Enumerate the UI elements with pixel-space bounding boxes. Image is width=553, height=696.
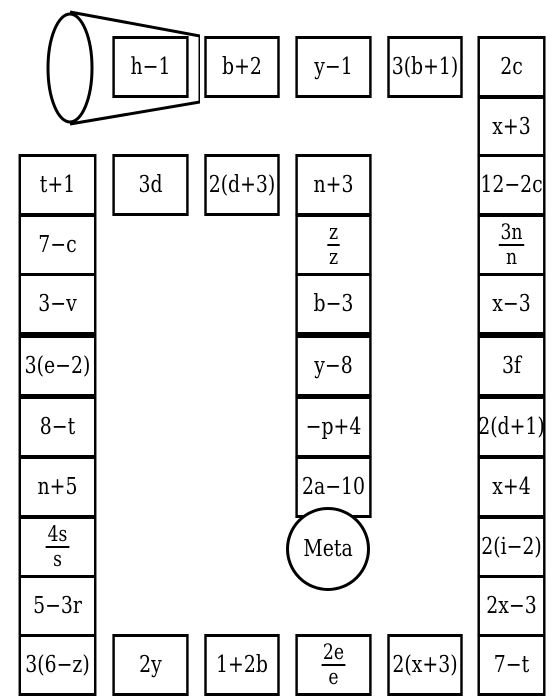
board-space: 7−c xyxy=(18,214,97,276)
board-space: 2(d+3) xyxy=(204,154,280,216)
space-expression: 3(b+1) xyxy=(391,54,459,80)
board-space: b+2 xyxy=(204,36,280,98)
space-expression: 3−v xyxy=(38,291,77,317)
space-expression: x−3 xyxy=(492,291,531,317)
space-expression: b−3 xyxy=(313,291,354,317)
board-space: 3(b+1) xyxy=(387,36,463,98)
space-expression: 12−2c xyxy=(480,172,543,198)
space-expression: n+5 xyxy=(37,474,78,500)
fraction-denominator: s xyxy=(53,547,62,571)
fraction-numerator: 4s xyxy=(45,522,70,548)
board-space: y−1 xyxy=(295,36,372,98)
board-space: −p+4 xyxy=(295,396,372,458)
board-space: 3(6−z) xyxy=(18,634,97,696)
goal-circle: Meta xyxy=(286,507,370,591)
space-expression: x+4 xyxy=(492,474,531,500)
board-space: x+3 xyxy=(477,96,546,158)
fraction-numerator: z xyxy=(327,220,340,246)
space-expression: y−1 xyxy=(314,54,353,80)
space-expression: x+3 xyxy=(492,114,531,140)
space-expression: 3(6−z) xyxy=(25,652,90,678)
space-expression: 2(d+3) xyxy=(208,172,276,198)
board-space: y−8 xyxy=(295,335,372,397)
space-expression: 2(x+3) xyxy=(392,652,458,678)
board-space: 8−t xyxy=(18,396,97,458)
space-expression: 2(d+1) xyxy=(478,414,545,440)
board-space: n+5 xyxy=(18,456,97,518)
board-space: 3f xyxy=(477,335,546,397)
space-expression: 7−t xyxy=(493,652,530,678)
space-expression: 5−3r xyxy=(33,593,82,619)
board-space: 1+2b xyxy=(204,634,280,696)
board-space: h−1 xyxy=(112,36,189,98)
board-space: 2x−3 xyxy=(477,575,546,637)
space-expression: −p+4 xyxy=(305,414,362,440)
space-expression: 2c xyxy=(500,54,523,80)
board-space: 7−t xyxy=(477,634,546,696)
board-space: x−3 xyxy=(477,273,546,335)
board-space: 2(d+1) xyxy=(477,396,546,458)
board-space: 2(x+3) xyxy=(387,634,463,696)
board-space: b−3 xyxy=(295,273,372,335)
board-space: 2c xyxy=(477,36,546,98)
board-space: n+3 xyxy=(295,154,372,216)
space-expression: 3(e−2) xyxy=(24,353,91,379)
space-expression: 2y xyxy=(139,652,162,678)
space-expression: 7−c xyxy=(38,232,77,258)
space-expression: 2a−10 xyxy=(301,474,366,500)
space-expression: 1+2b xyxy=(216,652,268,678)
board-space: 2(i−2) xyxy=(477,516,546,578)
board-space: 3d xyxy=(112,154,189,216)
board-space: 3−v xyxy=(18,273,97,335)
space-expression: h−1 xyxy=(130,54,171,80)
fraction-denominator: n xyxy=(505,245,518,269)
fraction-denominator: e xyxy=(328,665,339,689)
board-space: 5−3r xyxy=(18,575,97,637)
board-space: x+4 xyxy=(477,456,546,518)
goal-label: Meta xyxy=(303,536,353,562)
fraction-numerator: 3n xyxy=(498,220,525,246)
space-expression: y−8 xyxy=(314,353,353,379)
board-space: t+1 xyxy=(18,154,97,216)
space-expression: 2x−3 xyxy=(486,593,537,619)
space-expression: 3d xyxy=(138,172,163,198)
space-expression: 3f xyxy=(502,353,521,379)
board-space: 3(e−2) xyxy=(18,335,97,397)
space-expression: t+1 xyxy=(39,172,76,198)
space-expression: 8−t xyxy=(39,414,76,440)
board-space: 12−2c xyxy=(477,154,546,216)
fraction-numerator: 2e xyxy=(321,640,346,666)
space-expression: n+3 xyxy=(313,172,354,198)
space-expression: 2(i−2) xyxy=(481,534,542,560)
fraction-denominator: z xyxy=(328,245,339,269)
space-expression: b+2 xyxy=(222,54,262,80)
board-space: 2y xyxy=(112,634,189,696)
